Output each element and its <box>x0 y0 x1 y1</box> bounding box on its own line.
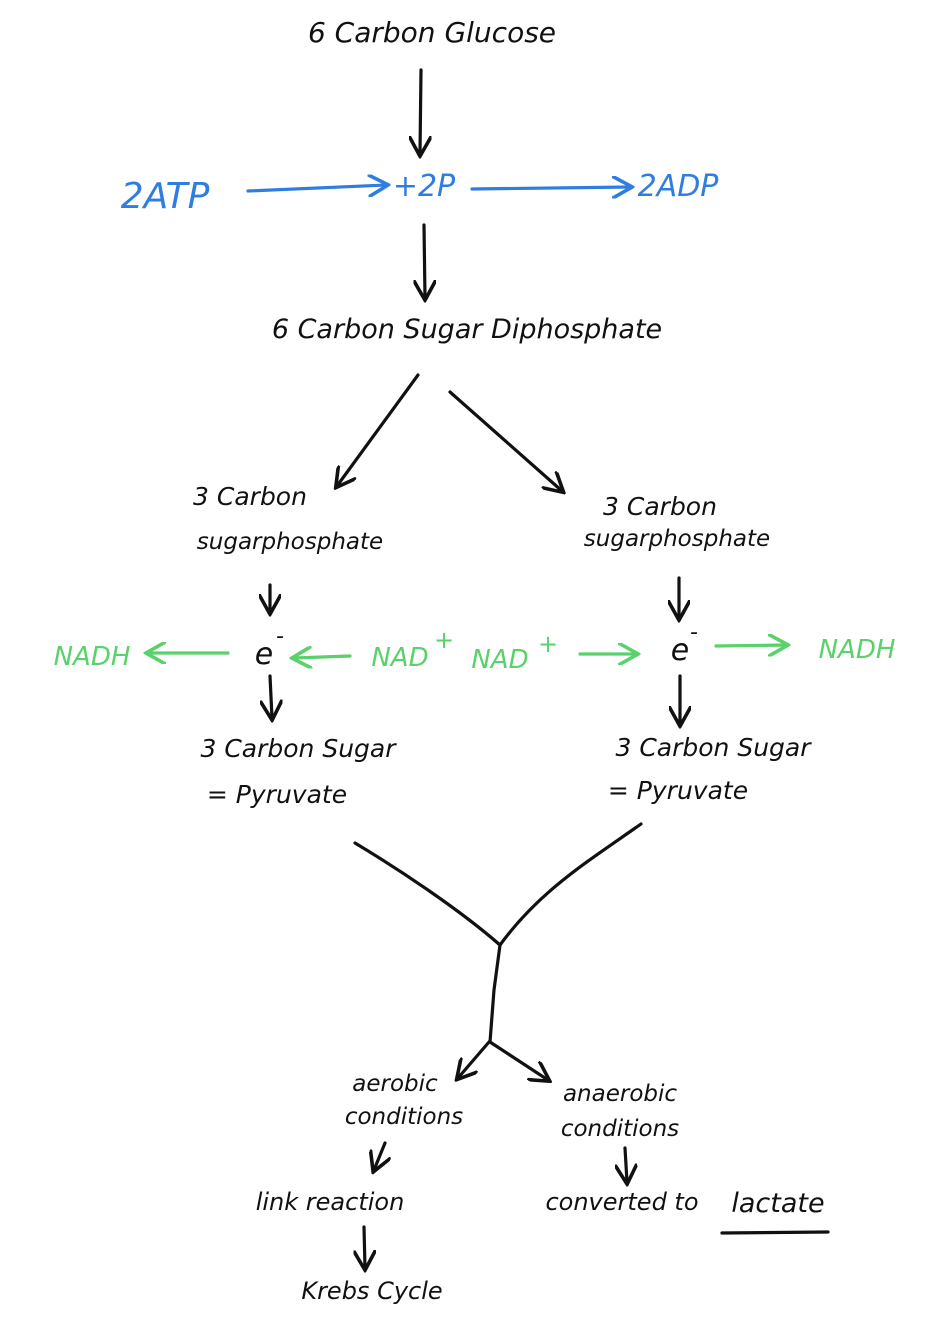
arrow-link-to-krebs <box>364 1225 365 1268</box>
right-nad-label: NAD <box>471 645 528 675</box>
merge-line-right <box>498 822 643 947</box>
left-sugarphosphate-line1: 3 Carbon <box>193 482 307 511</box>
aerobic-line2: conditions <box>345 1104 463 1130</box>
lactate-underline <box>720 1230 830 1235</box>
arrow-glucose-down <box>420 68 421 154</box>
arrow-aerobic-to-link <box>374 1141 385 1170</box>
aerobic-line1: aerobic <box>352 1071 438 1097</box>
right-pyruvate-line2: = Pyruvate <box>608 776 748 805</box>
right-nadh-label: NADH <box>819 635 896 665</box>
glucose-label: 6 Carbon Glucose <box>308 16 556 49</box>
atp-label: 2ATP <box>121 176 210 217</box>
left-electron-label: e <box>255 637 273 672</box>
plus-2p-label: +2P <box>393 169 456 204</box>
arrow-electron-to-right-nadh <box>714 645 786 646</box>
left-pyruvate-line1: 3 Carbon Sugar <box>200 734 397 763</box>
left-electron-charge: - <box>276 624 284 649</box>
right-nad-charge: + <box>538 630 558 658</box>
arrow-anaerobic-to-lactate <box>625 1146 627 1182</box>
right-sugarphosphate-line2: sugarphosphate <box>584 526 770 552</box>
merge-line-left <box>353 841 502 947</box>
left-pyruvate-line2: = Pyruvate <box>207 780 347 809</box>
arrow-2p-down <box>424 223 425 298</box>
right-electron-charge: - <box>690 620 698 645</box>
left-sugarphosphate-line2: sugarphosphate <box>197 529 383 555</box>
right-electron-label: e <box>671 633 689 668</box>
converted-to-label: converted to <box>545 1188 698 1216</box>
merge-stem <box>488 943 502 1044</box>
anaerobic-line2: conditions <box>561 1116 679 1142</box>
arrow-2p-to-adp <box>470 187 630 189</box>
krebs-cycle-label: Krebs Cycle <box>301 1277 442 1305</box>
lactate-label: lactate <box>731 1188 824 1219</box>
left-nad-charge: + <box>434 626 454 654</box>
arrow-atp-to-2p <box>246 185 386 191</box>
left-nad-label: NAD <box>371 643 428 673</box>
right-pyruvate-line1: 3 Carbon Sugar <box>615 733 812 762</box>
arrow-split-right <box>448 390 562 491</box>
anaerobic-line1: anaerobic <box>563 1081 677 1107</box>
adp-label: 2ADP <box>638 169 720 204</box>
arrow-left-electron-down <box>270 674 272 718</box>
arrow-to-aerobic <box>458 1040 491 1078</box>
diphosphate-label: 6 Carbon Sugar Diphosphate <box>272 314 662 345</box>
arrow-nad-to-left-electron <box>294 656 352 658</box>
arrow-split-left <box>337 373 420 486</box>
arrow-to-anaerobic <box>488 1040 548 1080</box>
left-nadh-label: NADH <box>54 642 131 672</box>
link-reaction-label: link reaction <box>256 1188 405 1216</box>
right-sugarphosphate-line1: 3 Carbon <box>603 492 717 521</box>
